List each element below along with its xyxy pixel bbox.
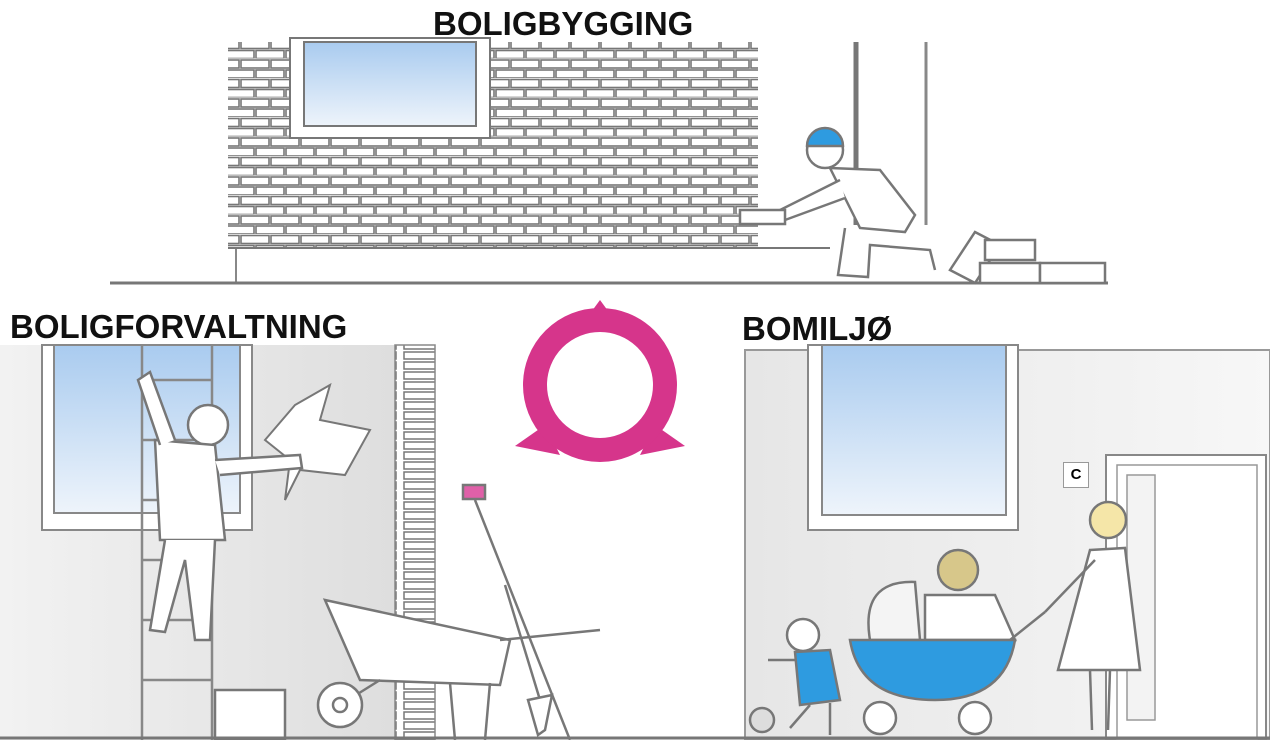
emblem-icon xyxy=(515,300,685,462)
construction-scene xyxy=(110,37,1108,285)
wall-crack xyxy=(263,382,372,501)
bricklayer-figure xyxy=(738,126,1107,285)
mother-figure xyxy=(1044,500,1142,731)
door-sign: C xyxy=(1063,462,1089,488)
child-figure xyxy=(748,617,842,735)
heading-housing-construction: BOLIGBYGGING xyxy=(433,5,694,42)
maintenance-scene xyxy=(0,344,601,740)
shovel xyxy=(461,483,572,740)
heading-living-environment: BOMILJØ xyxy=(742,310,893,347)
bucket xyxy=(213,688,287,740)
wheelbarrow xyxy=(316,598,601,740)
living-scene xyxy=(744,344,1270,740)
pram xyxy=(848,548,1046,736)
heading-housing-management: BOLIGFORVALTNING xyxy=(10,308,348,345)
worker-figure xyxy=(136,370,304,642)
